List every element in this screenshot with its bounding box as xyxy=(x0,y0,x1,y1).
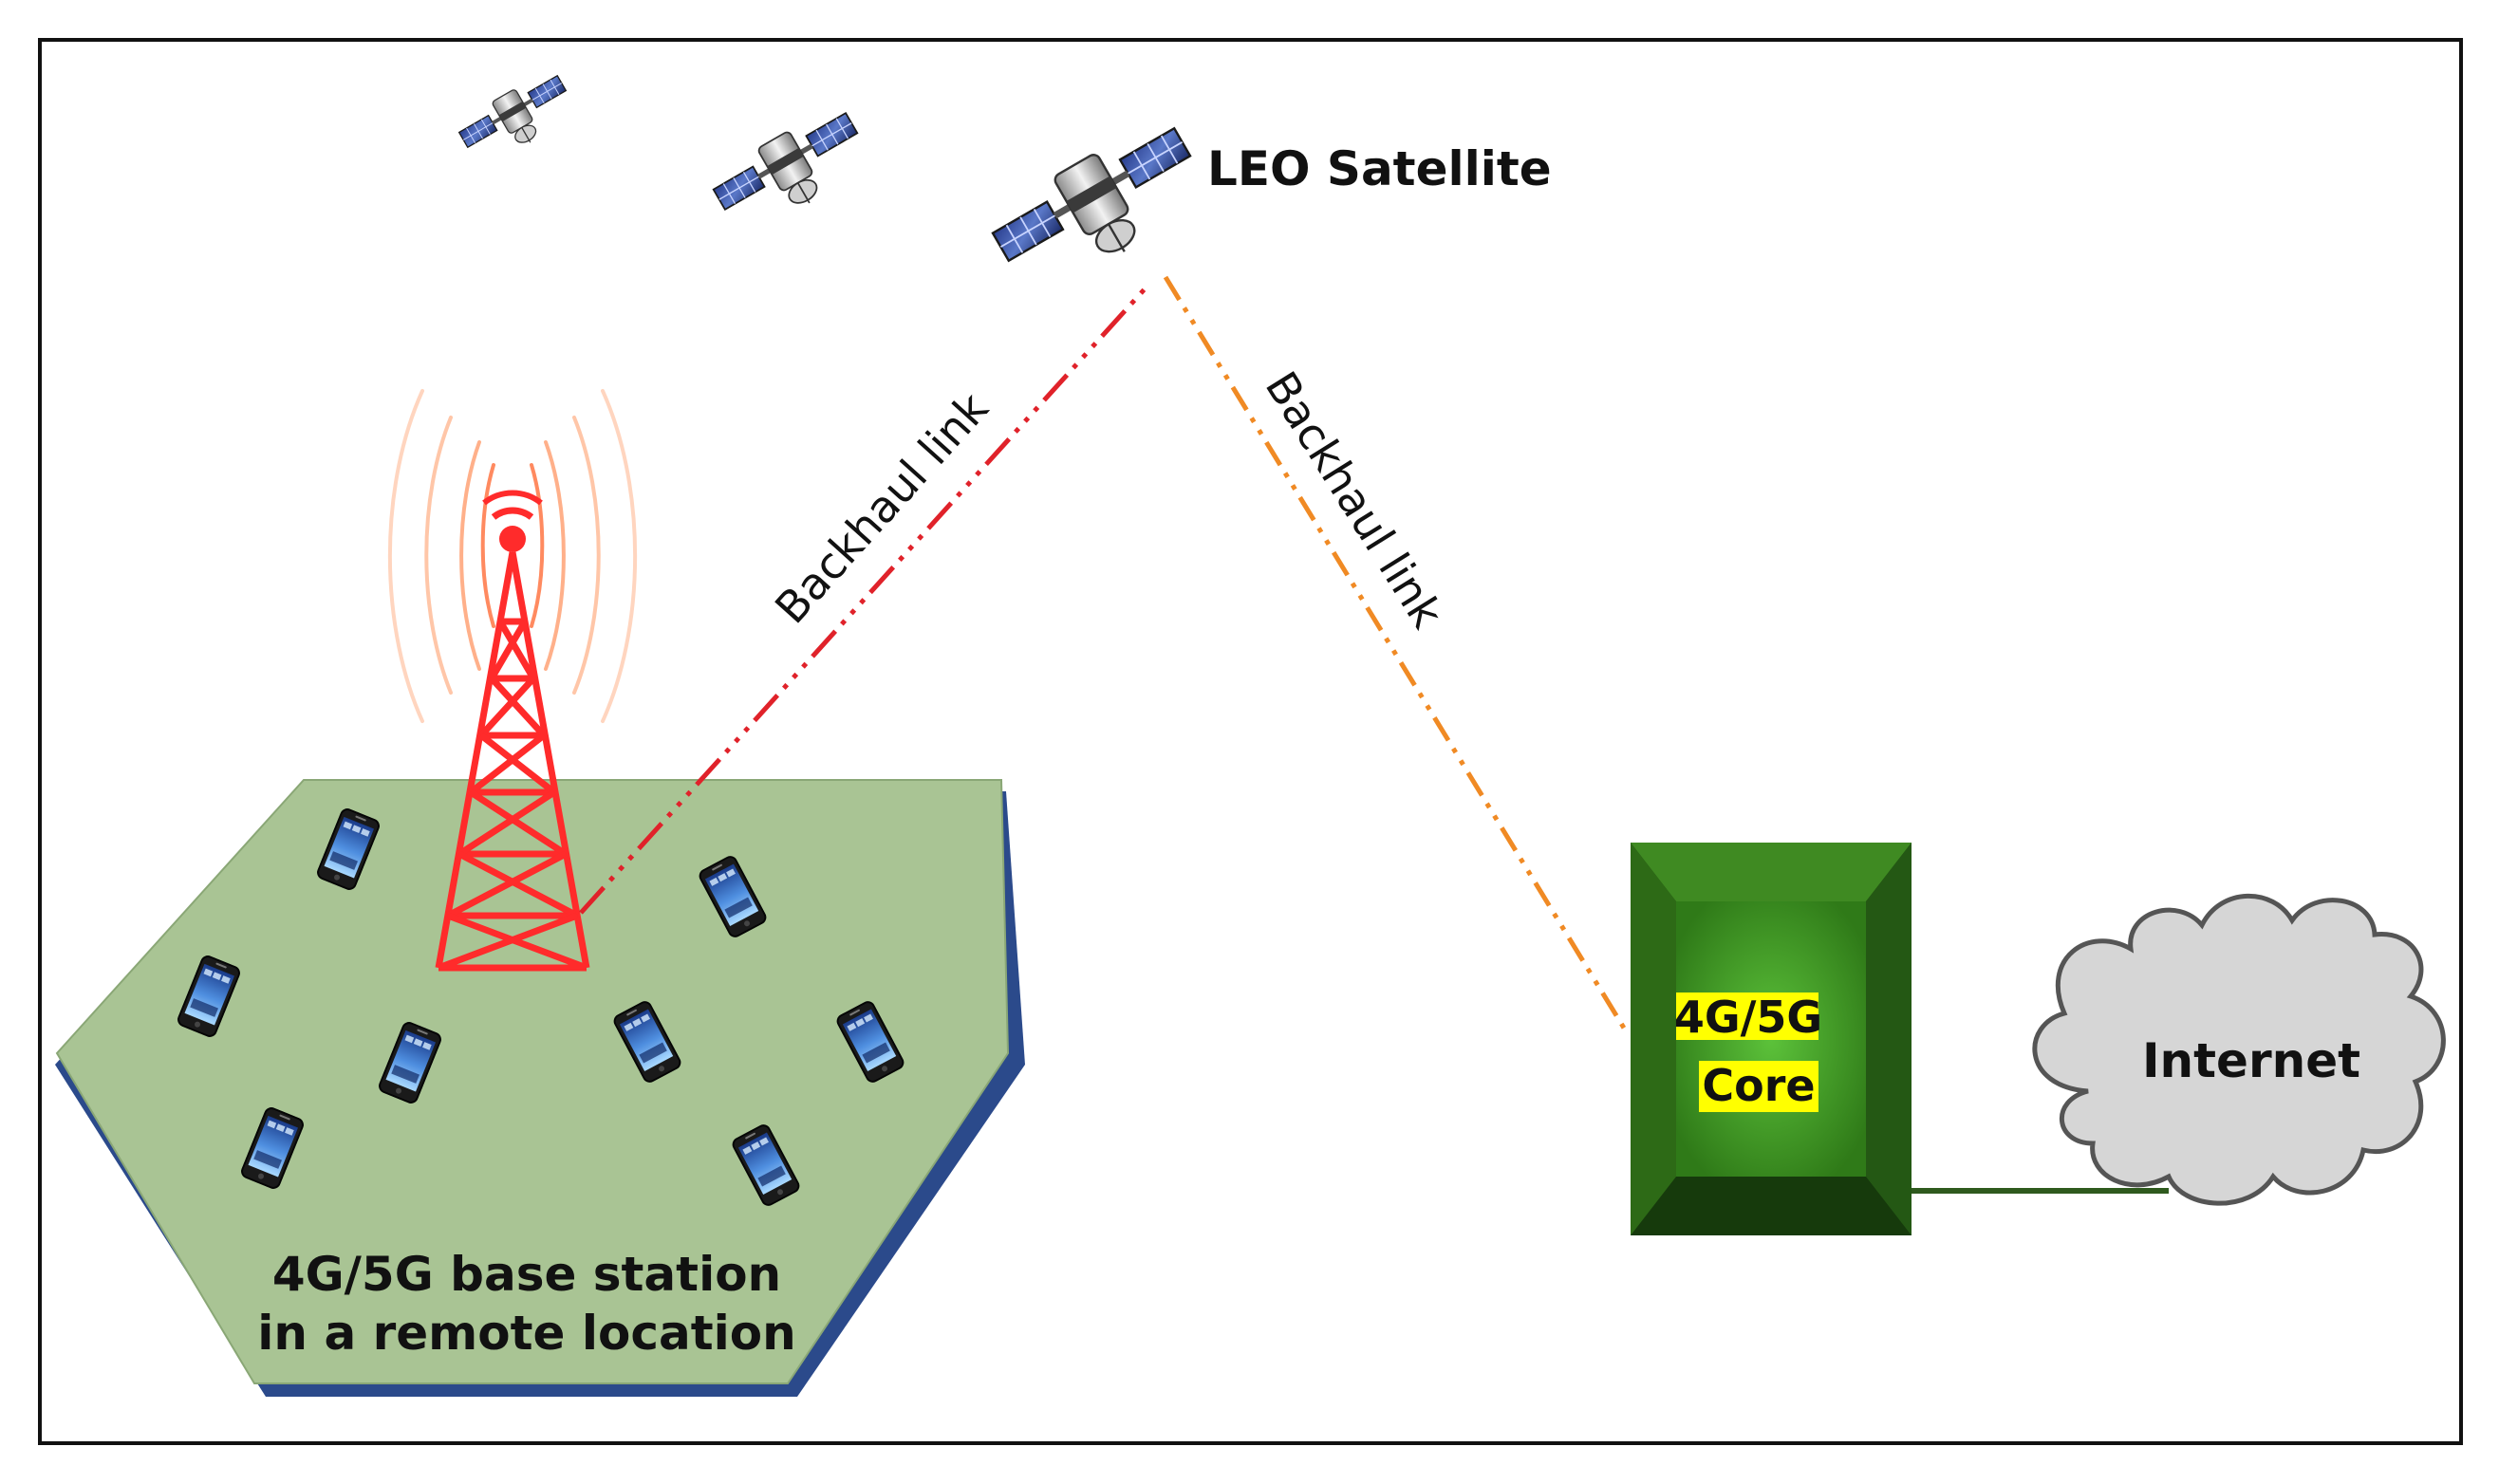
cell-coverage-area xyxy=(55,779,1010,1384)
backhaul-link-right xyxy=(1163,275,1628,1031)
backhaul-link-left xyxy=(579,281,1152,915)
satellite-label: LEO Satellite xyxy=(1207,141,1552,196)
core-label-highlight-1 xyxy=(1676,992,1818,1040)
internet-label: Internet xyxy=(2142,1033,2360,1088)
radio-waves-icon xyxy=(387,389,638,723)
base-station-label-line2: in a remote location xyxy=(257,1306,795,1361)
core-label-line2: Core xyxy=(1702,1060,1815,1111)
core-label-line1: 4G/5G xyxy=(1674,992,1822,1043)
cell-tower-icon xyxy=(435,490,590,972)
core-label-highlight-2 xyxy=(1699,1061,1818,1112)
cloud-icon xyxy=(2032,893,2446,1206)
base-station-label-line1: 4G/5G base station xyxy=(272,1247,781,1302)
core-network-box xyxy=(1631,843,1912,1235)
